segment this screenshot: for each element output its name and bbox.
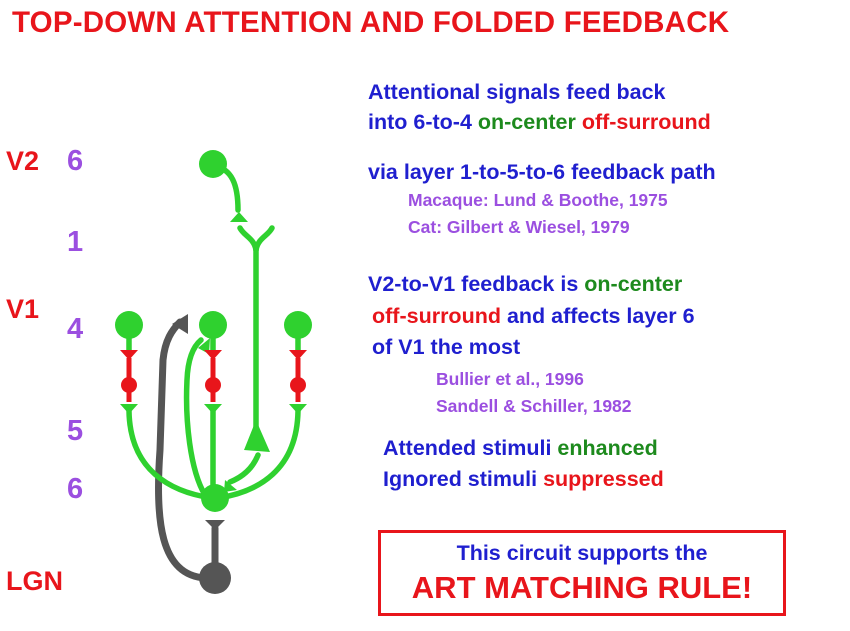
note-feedback-path: via layer 1-to-5-to-6 feedback path [368, 160, 716, 184]
layer4-cell-left [115, 311, 143, 339]
layer6-synapse [224, 480, 237, 492]
v2-synapse [230, 212, 248, 222]
v2-layer6-cell [199, 150, 227, 178]
note-v2-v1-line3: of V1 the most [372, 335, 521, 359]
reference-lund-boothe: Macaque: Lund & Boothe, 1975 [408, 190, 668, 210]
note-v2-v1-line2: off-surround and affects layer 6 [372, 304, 695, 328]
note-attention-line2: into 6-to-4 on-center off-surround [368, 110, 711, 134]
layer-label-5: 5 [67, 415, 84, 447]
synapse-left-bottom [120, 404, 138, 414]
layer6-to-4-right [215, 408, 301, 501]
layer1-branch-left [237, 225, 259, 253]
layer1-branch-right [253, 225, 275, 253]
note-ignored-stimuli: Ignored stimuli suppressed [383, 467, 664, 491]
inhibitory-cell-right [290, 377, 306, 393]
inhibitory-synapse-left [120, 350, 138, 360]
art-matching-rule-box: This circuit supports the ART MATCHING R… [378, 530, 786, 616]
reference-bullier: Bullier et al., 1996 [436, 369, 584, 389]
synapse-center-bottom [204, 404, 222, 414]
layer6-to-4-left [126, 408, 215, 501]
lgn-cell [199, 562, 231, 594]
region-label-v1: V1 [6, 294, 40, 324]
reference-sandell-schiller: Sandell & Schiller, 1982 [436, 396, 632, 416]
synapse-right-bottom [289, 404, 307, 414]
region-label-lgn: LGN [6, 566, 63, 596]
layer6-cell [201, 484, 229, 512]
note-attention-line1: Attentional signals feed back [368, 80, 666, 104]
lgn-feedforward-path [154, 318, 209, 582]
inhibitory-cell-left [121, 377, 137, 393]
layer-label-4: 4 [67, 313, 84, 345]
inhibitory-synapse-right [289, 350, 307, 360]
rule-box-line2: ART MATCHING RULE! [411, 570, 753, 605]
note-attended-stimuli: Attended stimuli enhanced [383, 436, 658, 460]
layer4-cell-right [284, 311, 312, 339]
region-label-v2: V2 [6, 146, 40, 176]
layer6-to-4-feedback [183, 337, 208, 498]
inhibitory-cell-center [205, 377, 221, 393]
layer-label-6-v2: 6 [67, 145, 84, 177]
layer-label-6: 6 [67, 473, 84, 505]
rule-box-line1: This circuit supports the [456, 541, 708, 565]
lgn-synapse [205, 520, 225, 530]
inhibitory-synapse-center [204, 350, 222, 360]
layer5-to-6-path [227, 452, 261, 485]
layer4-cell-center [199, 311, 227, 339]
page-title: TOP-DOWN ATTENTION AND FOLDED FEEDBACK [12, 6, 730, 39]
layer5-arrowhead [244, 420, 270, 452]
note-v2-v1-line1: V2-to-V1 feedback is on-center [368, 272, 683, 296]
lgn-arrowhead [172, 314, 188, 334]
reference-gilbert-wiesel: Cat: Gilbert & Wiesel, 1979 [408, 217, 630, 237]
layer-label-1: 1 [67, 226, 84, 258]
